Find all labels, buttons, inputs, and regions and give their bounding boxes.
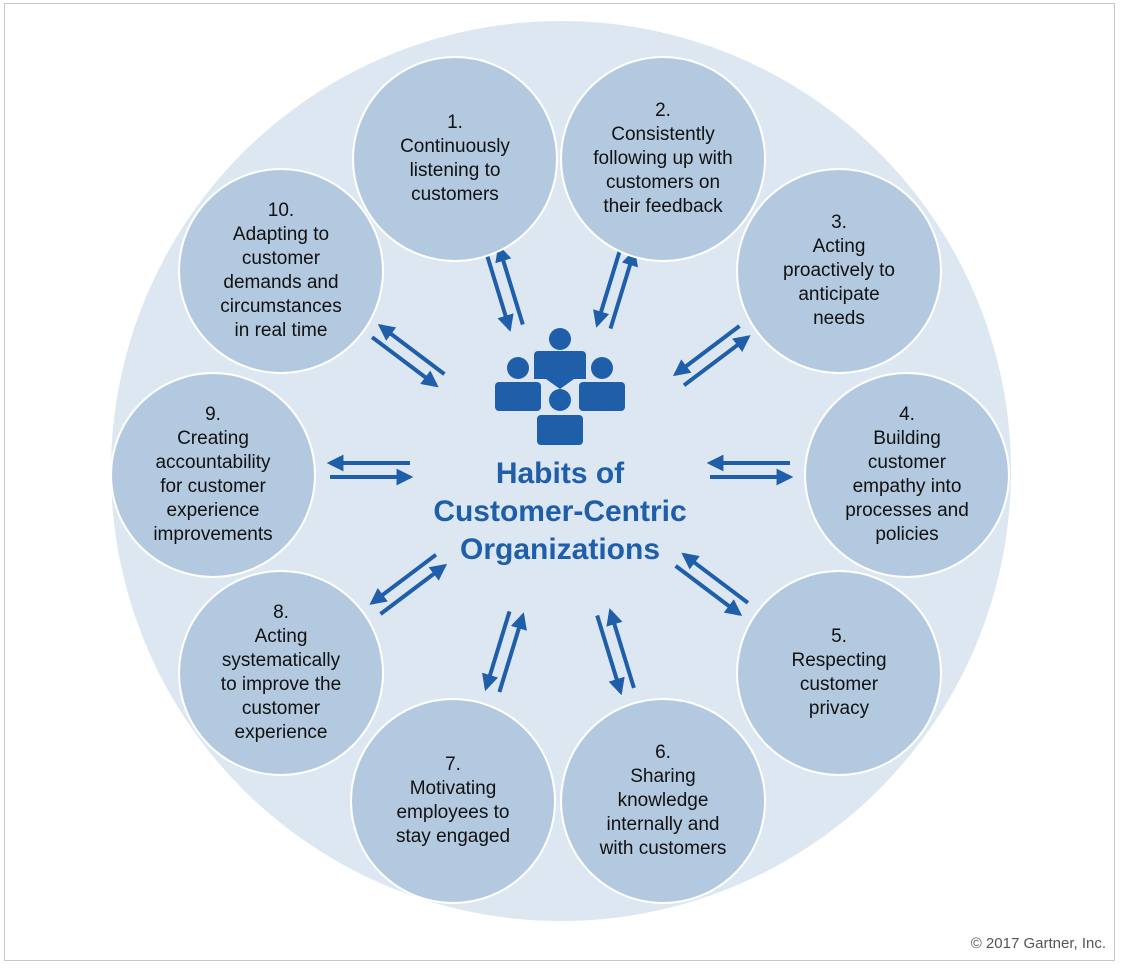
habit-node-6: 6. Sharing knowledge internally and with… bbox=[560, 698, 766, 904]
habit-text: Building customer empathy into processes… bbox=[845, 428, 969, 545]
habit-text: Consistently following up with customers… bbox=[593, 124, 733, 217]
habit-node-9: 9. Creating accountability for customer … bbox=[110, 372, 316, 578]
habit-number: 9. bbox=[205, 404, 221, 425]
copyright-notice: © 2017 Gartner, Inc. bbox=[970, 935, 1106, 952]
people-group-icon bbox=[495, 328, 625, 445]
habit-number: 5. bbox=[831, 626, 847, 647]
diagram-title: Habits of Customer-Centric Organizations bbox=[433, 457, 687, 566]
habit-node-10: 10. Adapting to customer demands and cir… bbox=[178, 168, 384, 374]
habit-node-3: 3. Acting proactively to anticipate need… bbox=[736, 168, 942, 374]
habit-node-5: 5. Respecting customer privacy bbox=[736, 570, 942, 776]
habit-text: Motivating employees to stay engaged bbox=[395, 778, 511, 847]
habit-text: Continuously listening to customers bbox=[400, 136, 510, 205]
habit-number: 7. bbox=[445, 754, 461, 775]
habit-node-2: 2. Consistently following up with custom… bbox=[560, 56, 766, 262]
habit-number: 10. bbox=[267, 200, 295, 221]
habit-number: 6. bbox=[655, 742, 671, 763]
habit-text: Acting proactively to anticipate needs bbox=[783, 236, 895, 329]
habit-number: 2. bbox=[655, 100, 671, 121]
habit-text: Sharing knowledge internally and with cu… bbox=[599, 766, 727, 859]
habit-node-7: 7. Motivating employees to stay engaged bbox=[350, 698, 556, 904]
habit-text: Creating accountability for customer exp… bbox=[153, 428, 273, 545]
habit-node-1: 1. Continuously listening to customers bbox=[352, 56, 558, 262]
habit-text: Respecting customer privacy bbox=[791, 650, 887, 719]
habit-number: 8. bbox=[273, 602, 289, 623]
habit-text: Acting systematically to improve the cus… bbox=[220, 626, 342, 743]
habit-node-4: 4. Building customer empathy into proces… bbox=[804, 372, 1010, 578]
habit-node-8: 8. Acting systematically to improve the … bbox=[178, 570, 384, 776]
habit-number: 4. bbox=[899, 404, 915, 425]
habit-number: 1. bbox=[447, 112, 463, 133]
habit-text: Adapting to customer demands and circums… bbox=[220, 224, 342, 341]
habit-number: 3. bbox=[831, 212, 847, 233]
